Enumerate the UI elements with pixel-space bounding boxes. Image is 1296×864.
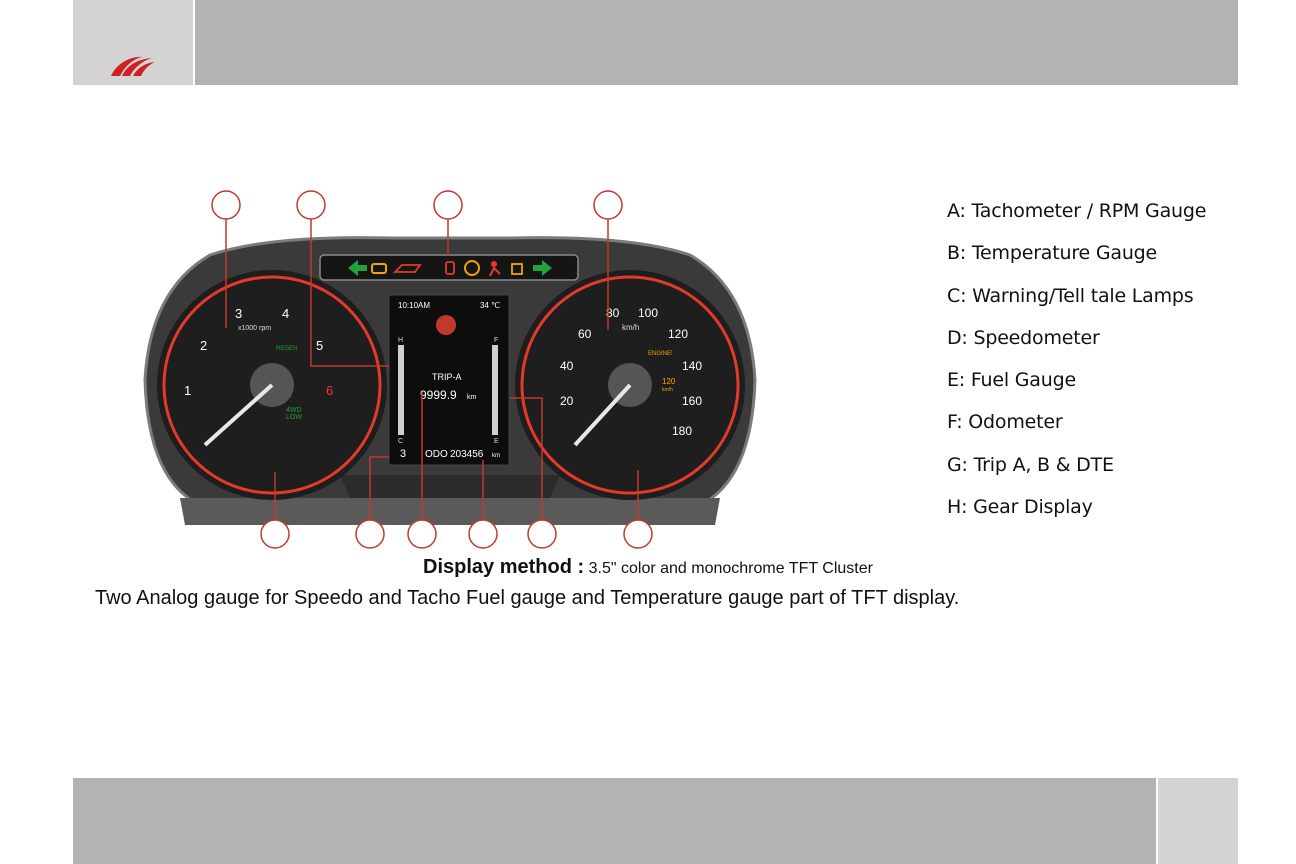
- svg-text:3: 3: [235, 306, 242, 321]
- right-turn-icon: [533, 260, 552, 276]
- callout-e: [260, 519, 290, 549]
- svg-text:ODO: ODO: [425, 449, 448, 460]
- svg-text:5: 5: [316, 338, 323, 353]
- description-text: Two Analog gauge for Speedo and Tacho Fu…: [95, 587, 960, 609]
- svg-text:120: 120: [662, 377, 676, 386]
- svg-text:9999.9: 9999.9: [420, 388, 457, 402]
- svg-text:1: 1: [184, 383, 191, 398]
- legend-item-f: F: Odometer: [947, 411, 1063, 434]
- svg-text:4: 4: [282, 306, 289, 321]
- door-icon: [445, 261, 455, 275]
- callout-d: [593, 190, 623, 220]
- callout-f: [355, 519, 385, 549]
- svg-text:34 ℃: 34 ℃: [480, 301, 500, 310]
- warning-icon: [464, 260, 480, 276]
- oil-icon: [392, 264, 422, 273]
- svg-text:180: 180: [672, 424, 692, 438]
- legend-item-e: E: Fuel Gauge: [947, 369, 1076, 392]
- svg-text:40: 40: [560, 359, 574, 373]
- callout-h: [468, 519, 498, 549]
- svg-text:80: 80: [606, 306, 620, 320]
- callout-c: [433, 190, 463, 220]
- engine-icon: [371, 263, 387, 274]
- svg-text:10:10AM: 10:10AM: [398, 301, 430, 310]
- header-bar: [195, 0, 1238, 85]
- fuel-gauge-bar: [492, 345, 498, 435]
- svg-text:4WD: 4WD: [286, 407, 302, 414]
- svg-text:2: 2: [200, 338, 207, 353]
- callout-i: [527, 519, 557, 549]
- svg-text:20: 20: [560, 394, 574, 408]
- legend-item-g: G: Trip A, B & DTE: [947, 453, 1114, 476]
- svg-text:140: 140: [682, 359, 702, 373]
- svg-text:LOW: LOW: [286, 414, 302, 421]
- legend-item-h: H: Gear Display: [947, 496, 1093, 519]
- temp-gauge-bar: [398, 345, 404, 435]
- svg-text:E: E: [494, 438, 499, 445]
- display-method-label: Display method :: [423, 556, 585, 578]
- svg-text:6: 6: [326, 383, 333, 398]
- svg-text:H: H: [398, 337, 403, 344]
- callout-a: [211, 190, 241, 220]
- svg-text:60: 60: [578, 327, 592, 341]
- svg-text:203456: 203456: [450, 449, 484, 460]
- svg-text:3: 3: [400, 448, 406, 460]
- legend-item-c: C: Warning/Tell tale Lamps: [947, 284, 1194, 307]
- footer-page-box: [1158, 778, 1238, 864]
- fuel-lamp-icon: [511, 263, 523, 275]
- airbag-icon: [491, 261, 497, 267]
- svg-text:REGEN: REGEN: [276, 346, 297, 352]
- center-warning-icon: [436, 315, 456, 335]
- callout-b: [296, 190, 326, 220]
- svg-text:km/h: km/h: [662, 387, 673, 393]
- svg-text:ENGINE!: ENGINE!: [648, 351, 673, 357]
- tft-display: 10:10AM 34 ℃ H C F E TRIP-A 9999.9 km 3 …: [388, 294, 510, 466]
- svg-text:160: 160: [682, 394, 702, 408]
- legend-list: A: Tachometer / RPM Gauge B: Temperature…: [947, 200, 1206, 538]
- legend-item-b: B: Temperature Gauge: [947, 242, 1158, 265]
- svg-text:km/h: km/h: [622, 323, 639, 332]
- legend-item-d: D: Speedometer: [947, 326, 1100, 349]
- brand-logo-icon: [111, 56, 155, 76]
- tachometer: 1 2 3 4 5 6 x1000 rpm REGEN 4WD LOW: [157, 270, 387, 500]
- svg-text:km: km: [467, 394, 477, 401]
- instrument-cluster: 1 2 3 4 5 6 x1000 rpm REGEN 4WD LOW 20 4…: [143, 190, 757, 549]
- svg-text:km: km: [492, 453, 500, 459]
- footer-bar: [73, 778, 1156, 864]
- display-method-value: 3.5" color and monochrome TFT Cluster: [588, 560, 873, 577]
- left-turn-icon: [348, 260, 367, 276]
- svg-text:F: F: [494, 337, 498, 344]
- display-method: Display method : 3.5" color and monochro…: [0, 556, 1296, 579]
- callout-j: [623, 519, 653, 549]
- svg-text:120: 120: [668, 327, 688, 341]
- callout-g: [407, 519, 437, 549]
- svg-text:C: C: [398, 438, 403, 445]
- svg-text:100: 100: [638, 306, 658, 320]
- legend-item-a: A: Tachometer / RPM Gauge: [947, 200, 1207, 222]
- speedometer: 20 40 60 80 100 120 140 160 180 km/h ENG…: [515, 270, 745, 500]
- svg-text:x1000 rpm: x1000 rpm: [238, 325, 271, 332]
- svg-text:TRIP-A: TRIP-A: [432, 372, 462, 382]
